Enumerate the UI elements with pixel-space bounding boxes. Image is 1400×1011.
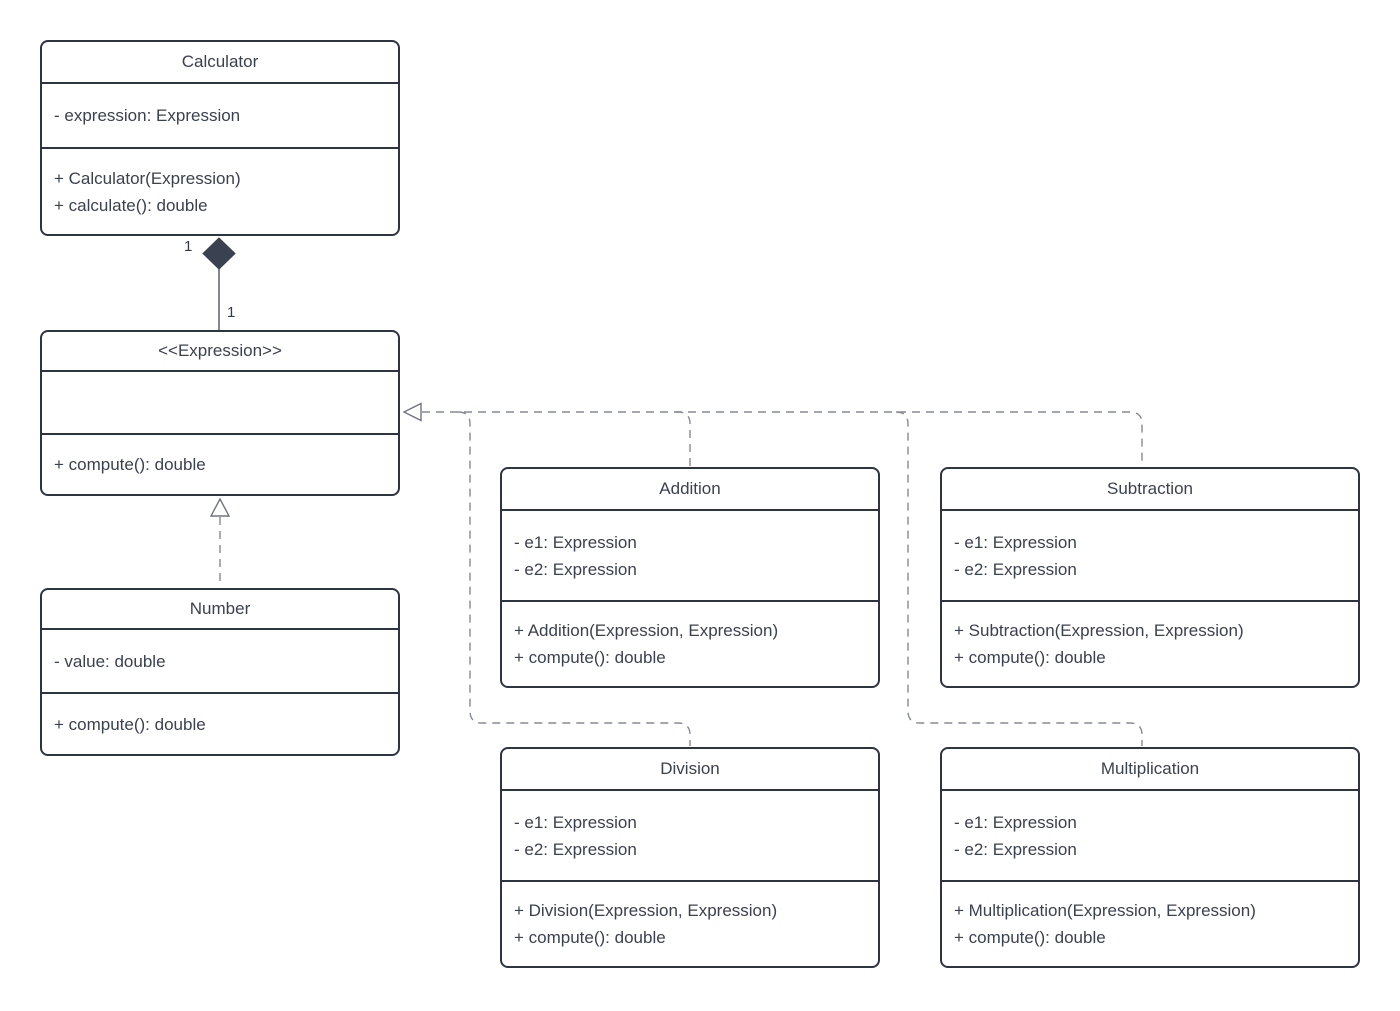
attribute-line: - e2: Expression: [954, 559, 1077, 579]
class-box-multiplication[interactable]: Multiplication - e1: Expression - e2: Ex…: [940, 747, 1360, 968]
edge-realization-addition-expression[interactable]: [672, 411, 691, 466]
multiplicity-label-target: 1: [227, 304, 236, 321]
method-line: + compute(): double: [514, 928, 666, 947]
class-attributes: - e1: Expression - e2: Expression: [502, 791, 878, 882]
realization-dashed-line: [422, 411, 1143, 466]
attribute-line: - e2: Expression: [514, 839, 637, 859]
class-attributes: - value: double: [42, 630, 398, 694]
attribute-line: - expression: Expression: [54, 106, 241, 125]
realization-dashed-line: [895, 411, 1143, 746]
realization-triangle-icon: [402, 402, 422, 422]
method-line: + Addition(Expression, Expression): [514, 621, 779, 640]
realization-dashed-line: [457, 411, 691, 746]
class-methods: + compute(): double: [42, 694, 398, 754]
class-methods: + Addition(Expression, Expression) + com…: [502, 602, 878, 686]
method-line: + Multiplication(Expression, Expression): [954, 901, 1256, 920]
class-box-addition[interactable]: Addition - e1: Expression - e2: Expressi…: [500, 467, 880, 688]
class-title: Multiplication: [942, 749, 1358, 791]
class-box-subtraction[interactable]: Subtraction - e1: Expression - e2: Expre…: [940, 467, 1360, 688]
class-box-number[interactable]: Number - value: double + compute(): doub…: [40, 588, 400, 756]
method-line: + Division(Expression, Expression): [514, 901, 778, 920]
class-attributes: - e1: Expression - e2: Expression: [502, 511, 878, 602]
class-methods: + Multiplication(Expression, Expression)…: [942, 882, 1358, 966]
class-box-calculator[interactable]: Calculator - expression: Expression + Ca…: [40, 40, 400, 236]
class-methods: + Division(Expression, Expression) + com…: [502, 882, 878, 966]
edge-realization-division-expression[interactable]: [457, 411, 691, 746]
class-box-division[interactable]: Division - e1: Expression - e2: Expressi…: [500, 747, 880, 968]
class-title: Addition: [502, 469, 878, 511]
attribute-line: - e2: Expression: [954, 839, 1077, 859]
method-line: + compute(): double: [954, 648, 1106, 667]
attribute-line: - e1: Expression: [954, 812, 1077, 832]
class-title: Subtraction: [942, 469, 1358, 511]
attribute-line: - e2: Expression: [514, 559, 637, 579]
class-methods: + Calculator(Expression) + calculate(): …: [42, 149, 398, 234]
class-attributes: - e1: Expression - e2: Expression: [942, 511, 1358, 602]
class-methods: + Subtraction(Expression, Expression) + …: [942, 602, 1358, 686]
class-box-expression[interactable]: <<Expression>> + compute(): double: [40, 330, 400, 496]
class-title: Division: [502, 749, 878, 791]
method-line: + compute(): double: [514, 648, 666, 667]
class-methods: + compute(): double: [42, 435, 398, 494]
attribute-line: - e1: Expression: [514, 812, 637, 832]
class-title: Calculator: [42, 42, 398, 84]
class-attributes: - expression: Expression: [42, 84, 398, 149]
edge-composition-calculator-expression[interactable]: [202, 237, 236, 330]
method-line: + Subtraction(Expression, Expression): [954, 621, 1244, 640]
attribute-line: - e1: Expression: [954, 532, 1077, 552]
class-attributes: [42, 372, 398, 435]
composition-diamond-icon: [202, 237, 236, 270]
edge-realization-multiplication-expression[interactable]: [895, 411, 1143, 746]
realization-dashed-line: [672, 411, 691, 466]
edge-realization-subtraction-expression[interactable]: [402, 402, 1143, 467]
method-line: + compute(): double: [54, 455, 206, 474]
method-line: + Calculator(Expression): [54, 168, 241, 188]
method-line: + compute(): double: [954, 928, 1106, 947]
class-attributes: - e1: Expression - e2: Expression: [942, 791, 1358, 882]
multiplicity-label-source: 1: [184, 238, 193, 255]
attribute-line: - value: double: [54, 651, 166, 671]
class-title: <<Expression>>: [42, 332, 398, 372]
realization-triangle-icon: [209, 497, 231, 517]
edge-realization-number-expression[interactable]: [209, 497, 231, 587]
attribute-line: - e1: Expression: [514, 532, 637, 552]
class-title: Number: [42, 590, 398, 630]
method-line: + calculate(): double: [54, 195, 208, 215]
method-line: + compute(): double: [54, 714, 206, 734]
